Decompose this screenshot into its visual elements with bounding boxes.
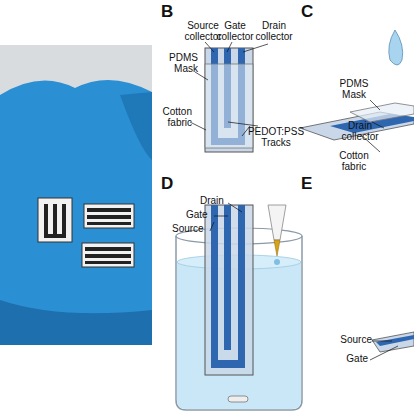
terminal-label: Source (330, 334, 372, 345)
part-label: Gate collector (214, 20, 256, 42)
part-label: Drain collector (336, 120, 384, 142)
beaker-setup (176, 203, 302, 410)
textile-patch (82, 243, 134, 267)
part-label: PDMS Mask (334, 78, 374, 100)
part-label: PDMS Mask (158, 52, 198, 74)
panel-letter: E (301, 174, 321, 194)
part-label: Cotton fabric (330, 150, 378, 172)
part-label: Cotton fabric (150, 106, 192, 128)
panel-letter: D (161, 174, 181, 194)
terminal-label: Drain (200, 195, 240, 206)
terminal-label: Gate (186, 209, 226, 220)
textile-patch (38, 198, 72, 242)
panel-letter: B (161, 2, 181, 22)
part-label: PEDOT:PSS Tracks (246, 126, 306, 148)
device-side-view-partial (370, 332, 414, 360)
garment-photo (0, 45, 152, 345)
device-side-view (300, 30, 414, 152)
terminal-label: Gate (330, 353, 368, 364)
part-label: Drain collector (252, 20, 296, 42)
textile-patch (84, 204, 134, 228)
terminal-label: Source (172, 223, 212, 234)
panel-letter: C (301, 2, 321, 22)
